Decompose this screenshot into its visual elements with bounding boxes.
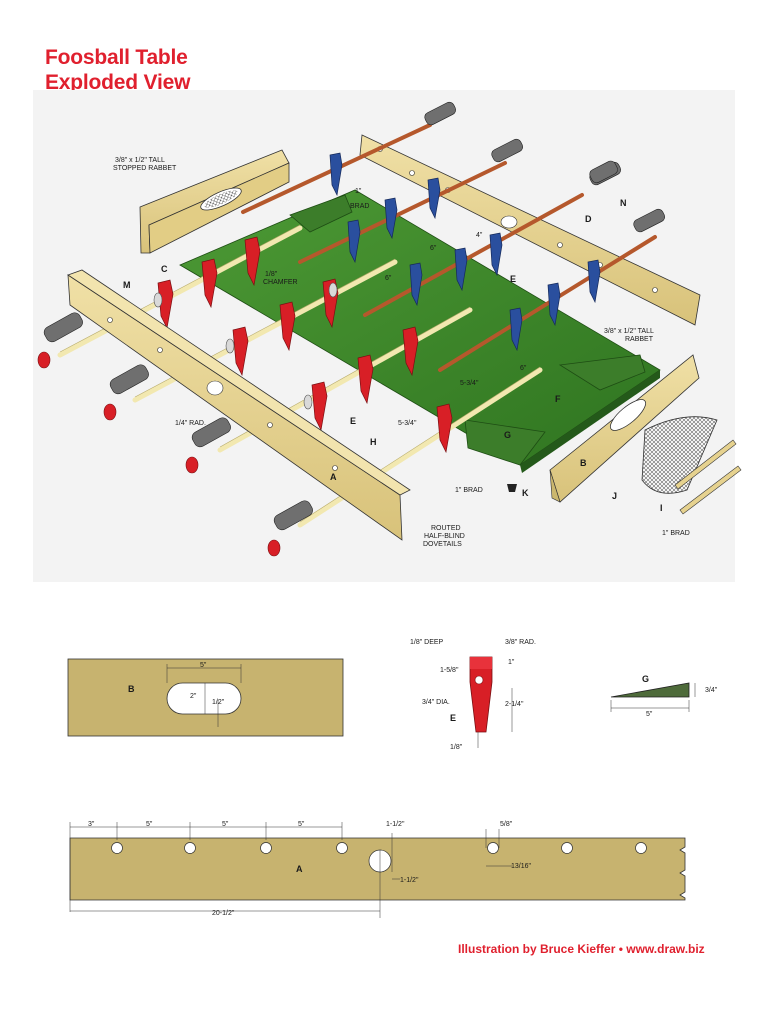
callout-dim-6a: 6" xyxy=(430,245,437,252)
callout-brad-right: 1" BRAD xyxy=(662,530,690,537)
detail-a-dim-4: 5" xyxy=(298,821,305,828)
exploded-view xyxy=(37,101,742,557)
detail-a-center: 20-1/2" xyxy=(212,910,235,917)
title-line-2: Exploded View xyxy=(45,71,191,94)
side-rail-front-holes xyxy=(107,317,338,471)
callout-dim-4: 4" xyxy=(476,232,483,239)
part-k: K xyxy=(522,488,529,498)
part-a: A xyxy=(330,472,337,482)
blue-players xyxy=(329,152,601,352)
detail-a-hole-small: 5/8" xyxy=(500,821,513,828)
callout-dovetails-1: ROUTED xyxy=(431,525,461,532)
part-i: I xyxy=(660,503,663,513)
side-rail-back xyxy=(359,134,701,326)
detail-b: B 5" 2" 1/2" xyxy=(67,658,344,737)
detail-a-hole-big-offset: 1-1/2" xyxy=(400,877,419,884)
part-m: M xyxy=(123,280,131,290)
strip-i-2 xyxy=(679,465,742,515)
credit: Illustration by Bruce Kieffer • www.draw… xyxy=(458,942,705,956)
washers xyxy=(153,282,338,410)
detail-e-h2: 1" xyxy=(508,659,515,666)
ball-return-mesh xyxy=(641,416,718,494)
callout-dim-534b: 5-3/4" xyxy=(398,420,417,427)
callout-dim-534a: 5-3/4" xyxy=(460,380,479,387)
detail-e-tip: 1/8" xyxy=(450,744,463,751)
detail-e-dia: 3/4" DIA. xyxy=(422,699,450,706)
callout-chamfer-2: CHAMFER xyxy=(263,279,298,286)
detail-b-letter: B xyxy=(128,684,135,694)
detail-a-dim-2: 5" xyxy=(146,821,153,828)
part-b: B xyxy=(580,458,587,468)
corner-wedge-front xyxy=(464,419,546,466)
foot-k xyxy=(507,484,517,492)
callout-brad-top-2: BRAD xyxy=(350,203,369,210)
detail-b-width: 5" xyxy=(200,662,207,669)
end-panel-front-slot xyxy=(609,399,647,431)
end-cap-n xyxy=(589,160,618,184)
detail-a: A 3" 5" 5" 5" 1-1/2" 1-1/2" 5/8" 13/16" … xyxy=(69,821,686,918)
part-e-1: E xyxy=(350,416,356,426)
detail-b-height: 2" xyxy=(190,693,197,700)
part-f: F xyxy=(555,394,561,404)
callout-rabbet-2: RABBET xyxy=(625,336,654,343)
ball-return-mesh-back xyxy=(204,190,238,208)
callout-chamfer-1: 1/8" xyxy=(265,271,278,278)
detail-e-rad: 3/8" RAD. xyxy=(505,639,536,646)
detail-a-dim-3: 5" xyxy=(222,821,229,828)
callout-radius: 1/4" RAD. xyxy=(175,420,206,427)
detail-g-height: 3/4" xyxy=(705,687,718,694)
detail-e-h3: 2-1/4" xyxy=(505,701,524,708)
callout-dim-6c: 6" xyxy=(520,365,527,372)
detail-e: 1/8" DEEP 3/8" RAD. 1-5/8" 1" 3/4" DIA. … xyxy=(410,639,536,751)
detail-a-letter: A xyxy=(296,864,303,874)
corner-wedge-back xyxy=(289,194,353,233)
detail-a-dim-1: 3" xyxy=(88,821,95,828)
callout-stopped-rabbet-1: 3/8" x 1/2" TALL xyxy=(115,157,165,164)
detail-e-deep: 1/8" DEEP xyxy=(410,639,444,646)
callout-brad-top-1: 1" xyxy=(355,188,362,195)
callout-rabbet-1: 3/8" x 1/2" TALL xyxy=(604,328,654,335)
exploded-callouts: 3/8" x 1/2" TALL STOPPED RABBET 1" BRAD … xyxy=(113,157,690,548)
detail-a-hole-big: 1-1/2" xyxy=(386,821,405,828)
part-e-2: E xyxy=(510,274,516,284)
part-j: J xyxy=(612,491,617,501)
detail-a-hole-small-offset: 13/16" xyxy=(511,863,532,870)
part-c: C xyxy=(161,264,168,274)
detail-e-letter: E xyxy=(450,713,456,723)
end-panel-back-face xyxy=(148,162,290,254)
detail-e-h1: 1-5/8" xyxy=(440,667,459,674)
part-n: N xyxy=(620,198,627,208)
red-players xyxy=(157,236,453,454)
detail-g: G 3/4" 5" xyxy=(610,674,718,718)
callout-dovetails-2: HALF-BLIND xyxy=(424,533,465,540)
side-rail-front-top xyxy=(67,269,411,496)
handles-front xyxy=(37,312,313,557)
corner-wedge-right xyxy=(558,354,646,391)
part-h: H xyxy=(370,437,377,447)
callout-stopped-rabbet-2: STOPPED RABBET xyxy=(113,165,177,172)
callout-dovetails-3: DOVETAILS xyxy=(423,541,462,548)
callout-dim-6b: 6" xyxy=(385,275,392,282)
part-g: G xyxy=(504,430,511,440)
playing-field-edge xyxy=(520,370,660,473)
strip-i-1 xyxy=(674,439,737,490)
callout-brad-bottom: 1" BRAD xyxy=(455,487,483,494)
detail-g-letter: G xyxy=(642,674,649,684)
detail-b-radius: 1/2" xyxy=(212,699,225,706)
part-d: D xyxy=(585,214,592,224)
title-line-1: Foosball Table xyxy=(45,46,188,69)
detail-g-length: 5" xyxy=(646,711,653,718)
